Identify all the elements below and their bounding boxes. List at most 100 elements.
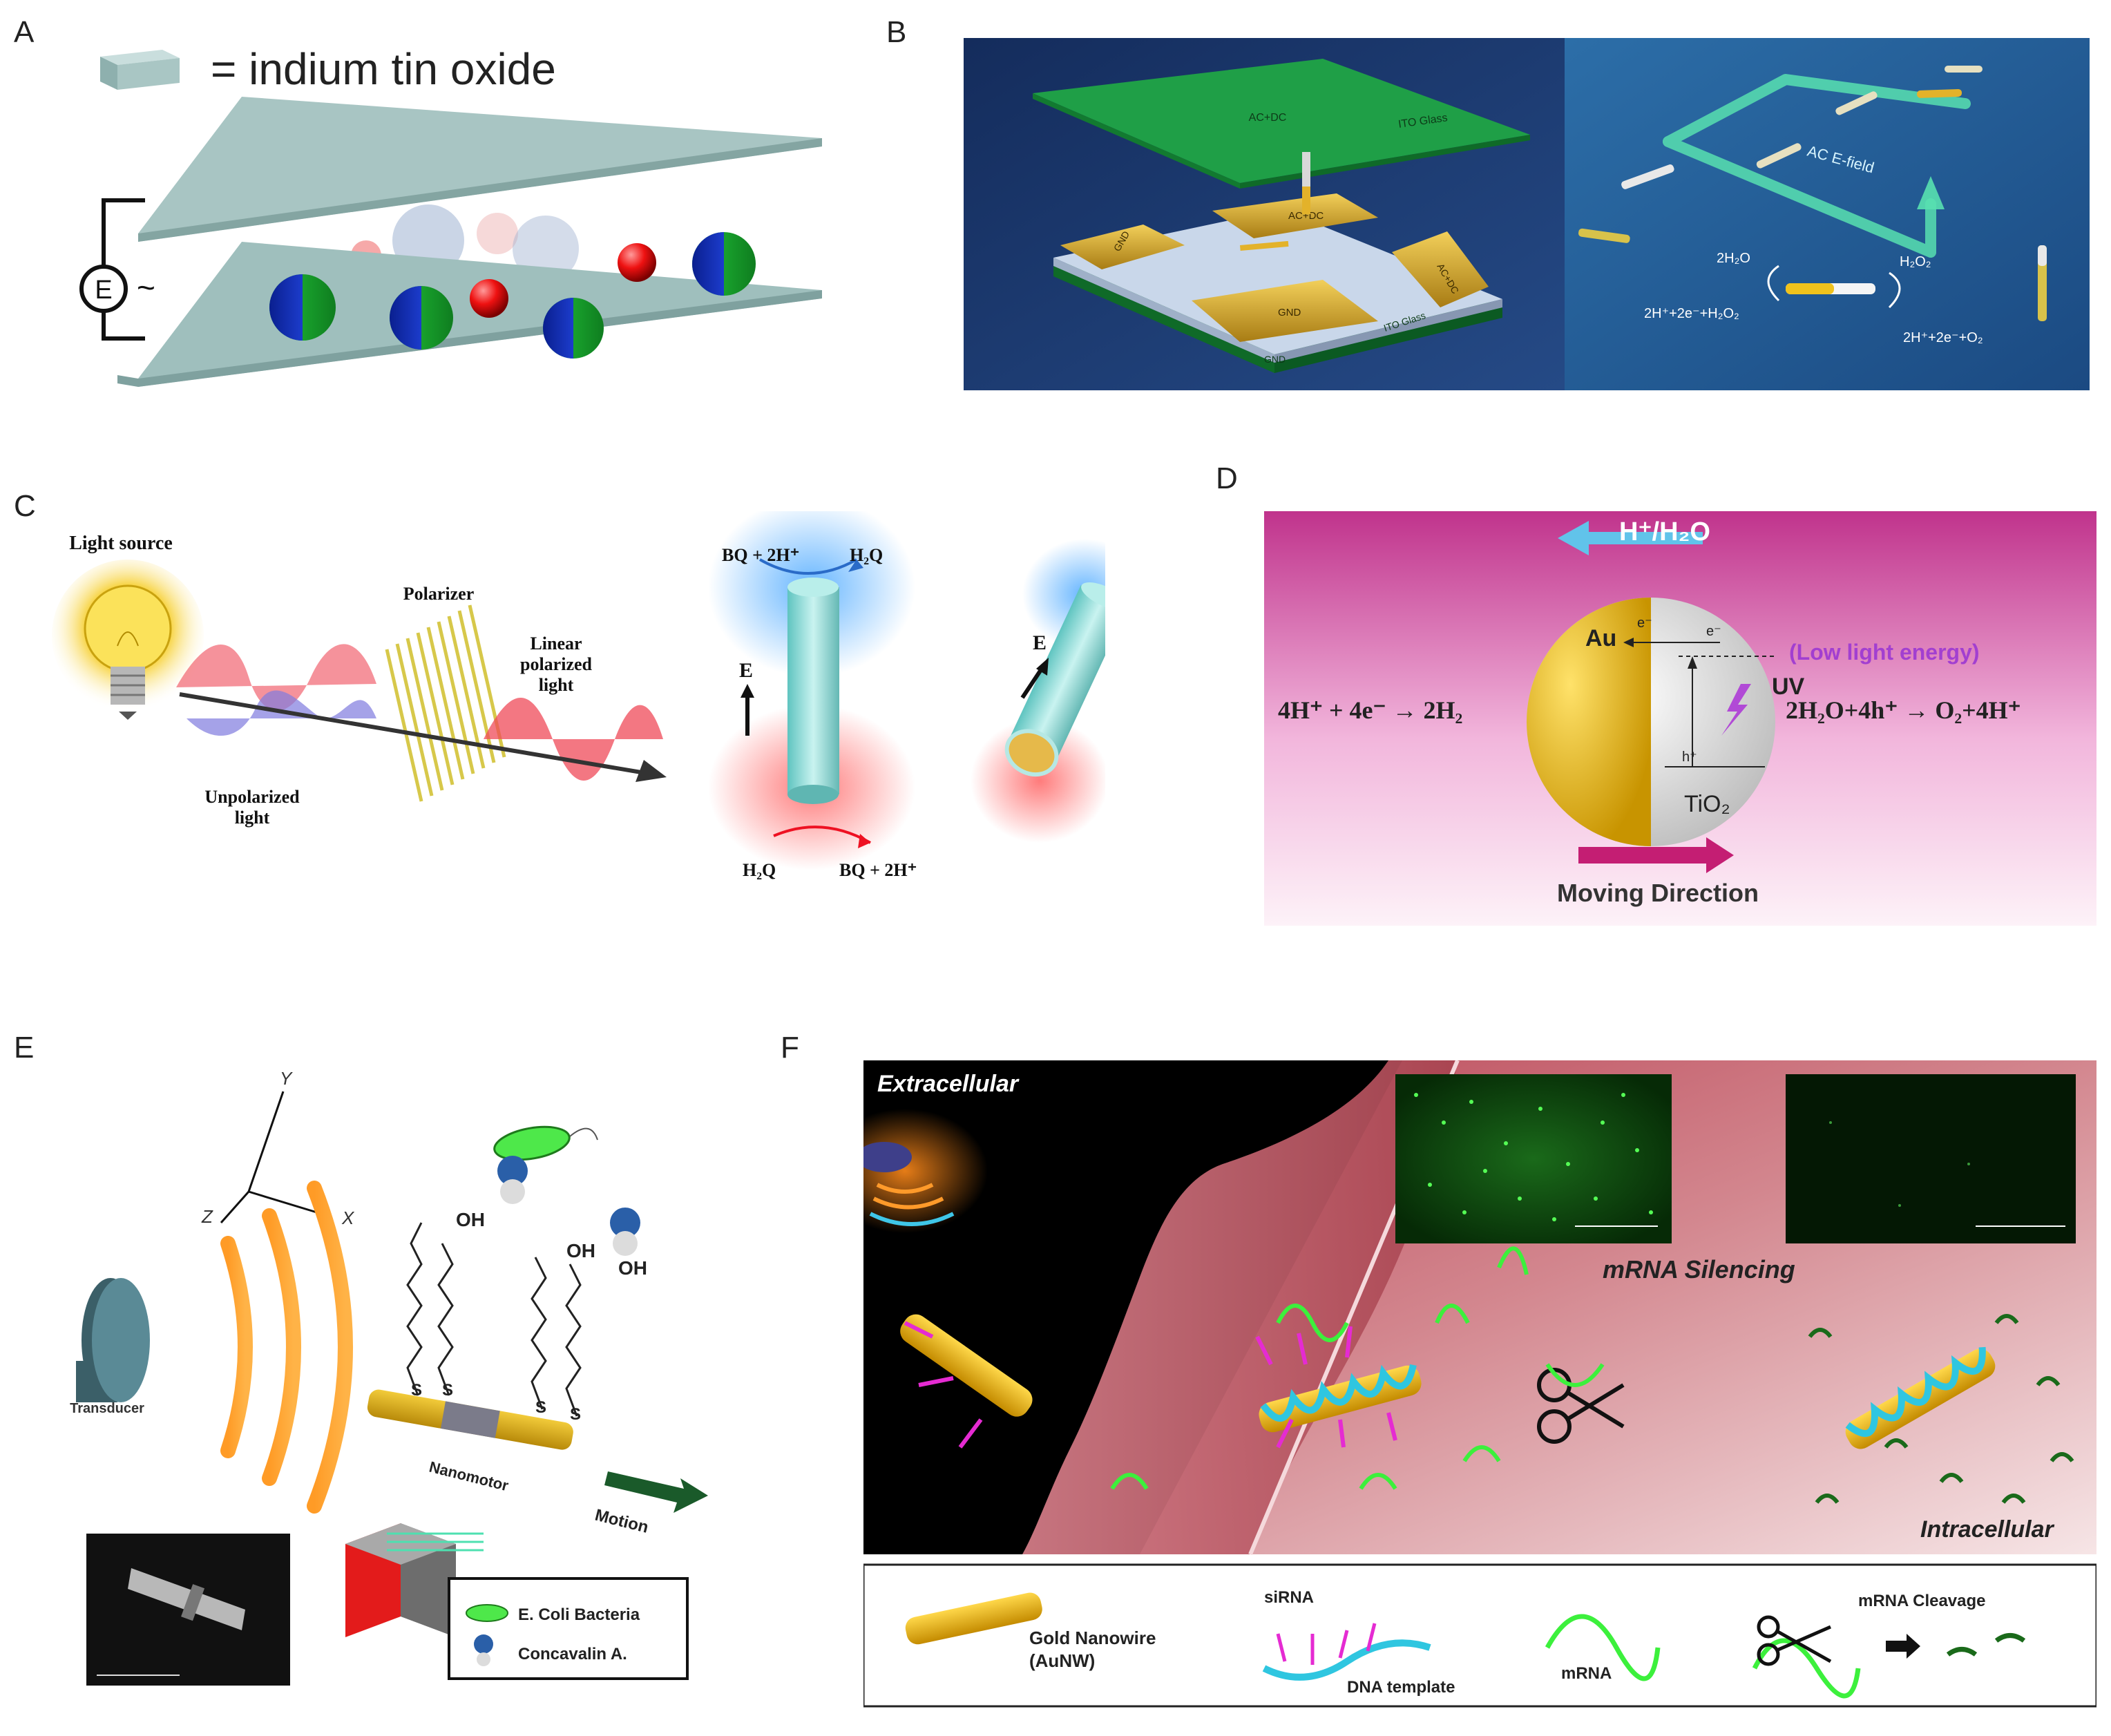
hole-label: h⁺: [1682, 750, 1697, 765]
field-e-label-2: E: [1033, 631, 1047, 654]
gnd-front-label: GND: [1278, 307, 1301, 318]
legend-cleavage-icon: [1752, 1615, 2026, 1699]
top-reaction-label: BQ + 2H⁺: [722, 545, 799, 565]
au-label: Au: [1585, 625, 1616, 651]
concavalin-protein-icon: [497, 1156, 640, 1256]
ecoli-bacteria-icon: [493, 1125, 598, 1161]
flow-arrow: [1578, 532, 1703, 544]
unpolarized-label-1: Unpolarized: [204, 787, 300, 807]
unpolarized-label-2: light: [235, 808, 270, 828]
nanowire: [1621, 164, 1674, 189]
legend-cleavage-label: mRNA Cleavage: [1858, 1592, 1986, 1610]
fluorescence-image-silenced: [1786, 1074, 2076, 1243]
electrode-left: [1060, 225, 1185, 269]
legend-mrna-icon: [1545, 1614, 1661, 1681]
electrode-right: [1392, 231, 1489, 307]
nanowire-central: [1786, 283, 1875, 294]
gold-nanowire-intracellular: [1845, 1346, 1996, 1449]
cleaved-mrna-fragments: [1808, 1314, 2074, 1504]
legend-dna-label: DNA template: [1347, 1678, 1455, 1697]
legend-concavalin-label: Concavalin A.: [518, 1645, 627, 1663]
left-equation: 4H⁺ + 4e⁻ → 2H₂: [1278, 696, 1462, 724]
field-e-label-1: E: [739, 659, 753, 682]
electron-label-1: e⁻: [1637, 616, 1652, 631]
magnet-icon: [345, 1523, 484, 1637]
mrna-strands: [1110, 1246, 1529, 1490]
legend-gold-label-1: Gold Nanowire: [1029, 1628, 1156, 1648]
extracellular-label: Extracellular: [877, 1071, 1020, 1097]
panel-f-legend: [863, 1563, 2096, 1708]
top-product-label: H₂Q: [850, 545, 883, 565]
sulfur-label-1: S: [411, 1381, 422, 1400]
legend-gold-nanowire-icon: [905, 1592, 1042, 1645]
legend-sirna-label: siRNA: [1264, 1588, 1314, 1607]
bottom-product-label: BQ + 2H⁺: [839, 860, 917, 880]
ac-tilde: ~: [137, 269, 155, 305]
sirna-strands: [904, 1321, 1397, 1449]
linear-polarized-label-3: light: [539, 675, 574, 695]
panel-letter-c: C: [14, 489, 36, 523]
panel-f-diagram: Extracellular Intracellular mRNA Silenci…: [863, 1060, 2096, 1708]
legend-gold-label-2: (AuNW): [1029, 1650, 1095, 1671]
light-bulb-icon: [84, 584, 172, 720]
linear-polarized-label-1: Linear: [530, 633, 582, 654]
electrode-top: [1212, 193, 1378, 238]
panel-c-diagram: Light source Polarizer Linear polarized …: [52, 511, 1105, 880]
lightning-icon: [1721, 684, 1751, 736]
nanomotor-label: Nanomotor: [428, 1458, 510, 1495]
flow-label: H⁺/H₂O: [1619, 517, 1710, 546]
left-product: 2H⁺+2e⁻+H₂O₂: [1644, 306, 1739, 321]
nanowire: [1578, 228, 1630, 243]
polarized-wave: [484, 698, 663, 781]
nanowire: [1917, 88, 1962, 98]
oh-label-3: OH: [618, 1257, 647, 1279]
intracellular-label: Intracellular: [1920, 1516, 2055, 1543]
electron-label-2: e⁻: [1706, 624, 1721, 639]
motion-arrow: [604, 1471, 708, 1513]
transducer-icon: [76, 1278, 150, 1402]
janus-particle: [269, 274, 336, 341]
nanowire: [2038, 245, 2047, 321]
ac-source-label: E: [95, 276, 112, 305]
motion-label: Motion: [593, 1506, 651, 1537]
legend-mrna-label: mRNA: [1561, 1664, 1612, 1683]
ito-glass-top: [1033, 59, 1530, 183]
oh-label-2: OH: [566, 1240, 595, 1261]
right-equation: 2H₂O+4h⁺ → O₂+4H⁺: [1786, 696, 2021, 724]
ac-source-circuit: [79, 198, 145, 341]
ultrasound-source-icon: [863, 1142, 955, 1226]
panel-a-diagram: E ~ = indium tin oxide: [79, 44, 822, 387]
gold-nanowire-entering: [900, 1314, 1033, 1417]
sulfur-label-4: S: [570, 1405, 581, 1424]
axis-y-label: Y: [280, 1068, 293, 1089]
ac-field-arrow: [1663, 74, 1971, 258]
nanorod-vertical: [787, 578, 839, 804]
light-source-label: Light source: [69, 533, 173, 554]
panel-letter-b: B: [886, 15, 907, 49]
legend-ecoli-label: E. Coli Bacteria: [518, 1605, 640, 1624]
sulfur-label-2: S: [442, 1381, 453, 1400]
cell-membrane: [1022, 1060, 1458, 1554]
panel-d-diagram: H⁺/H₂O Au e⁻ e⁻ h⁺ UV (Low light energy)…: [1264, 511, 2096, 926]
ito-legend-text: = indium tin oxide: [211, 44, 556, 94]
axis-x-label: X: [341, 1208, 355, 1228]
red-particle: [470, 279, 508, 318]
legend-sirna-dna-icon: [1262, 1623, 1431, 1681]
mrna-silencing-label: mRNA Silencing: [1603, 1255, 1795, 1284]
legend-box: [448, 1577, 689, 1680]
ito-top-plate: [138, 97, 822, 242]
polarizer-label: Polarizer: [403, 584, 475, 604]
panel-letter-d: D: [1216, 461, 1238, 495]
janus-sphere-au-tio2: [1527, 598, 1775, 846]
nanowire: [1756, 143, 1802, 169]
linear-polarized-label-2: polarized: [520, 654, 593, 674]
nanomotor: [367, 1389, 573, 1450]
center-electrode-label: AC+DC: [1288, 210, 1324, 222]
left-reactant: 2H₂O: [1717, 251, 1750, 266]
panel-e-diagram: Y X Z Transducer Nanomotor S S S S OH OH…: [70, 1068, 708, 1686]
janus-particle: [543, 298, 604, 359]
right-product: 2H⁺+2e⁻+O₂: [1903, 330, 1983, 345]
bottom-reactant-label: H₂Q: [743, 860, 776, 880]
light-ray-arrow: [179, 692, 650, 776]
electrode-front: [1192, 280, 1378, 342]
